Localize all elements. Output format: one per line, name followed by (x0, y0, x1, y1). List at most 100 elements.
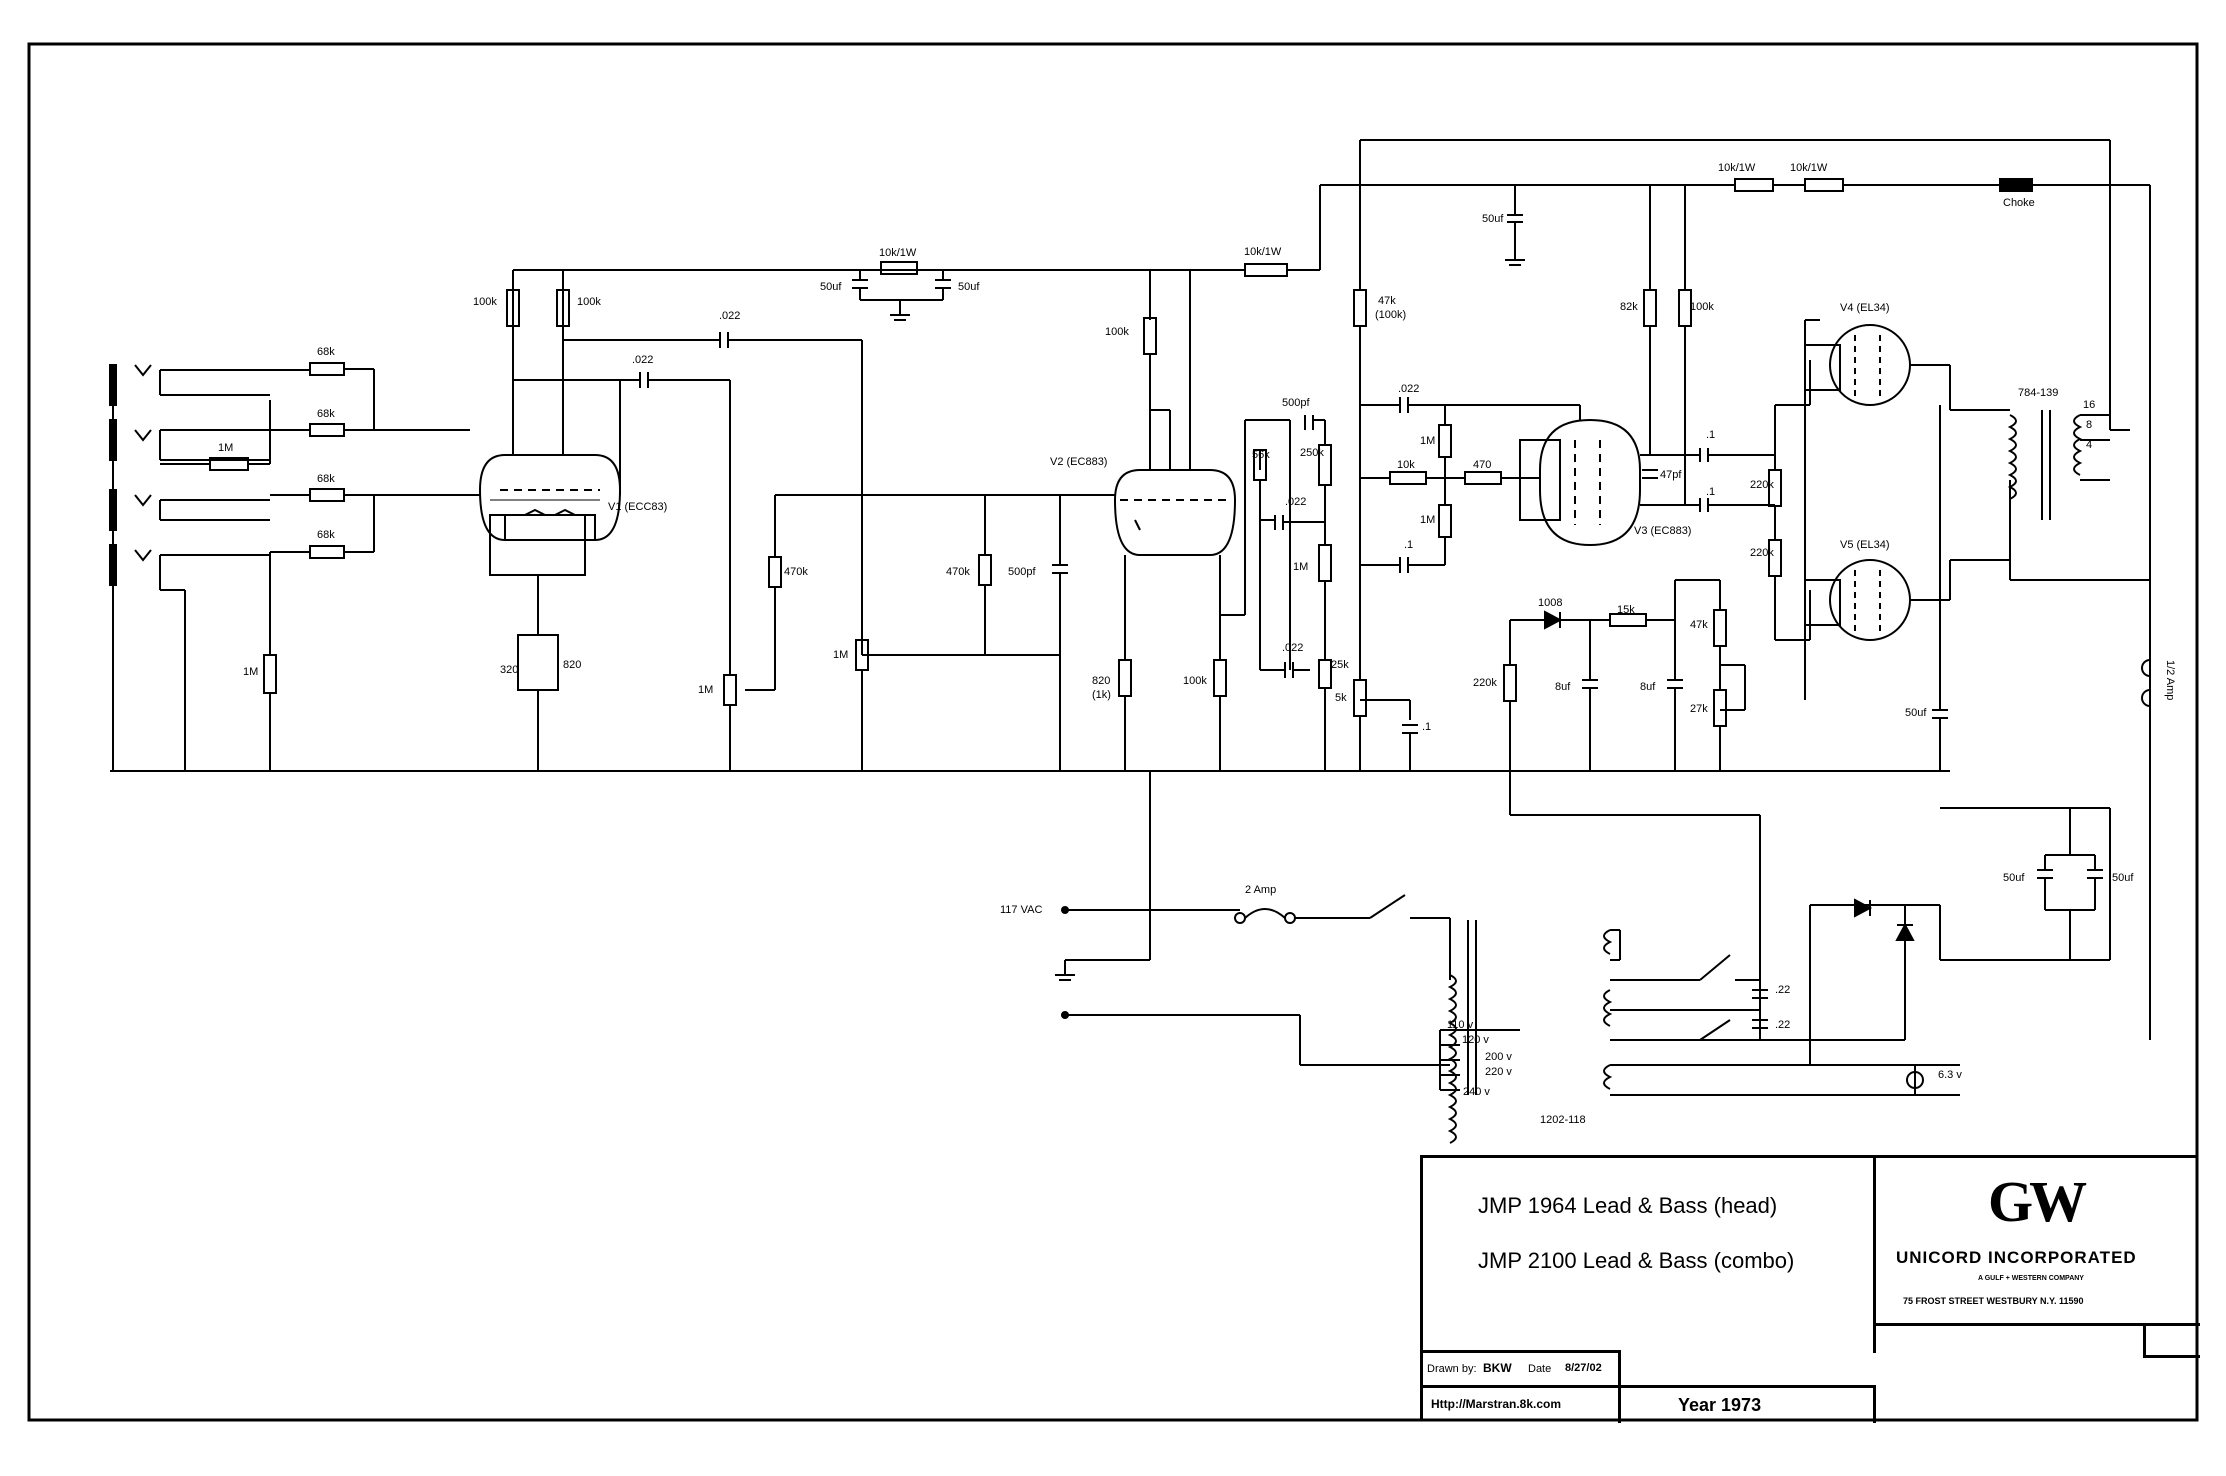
company-name: UNICORD INCORPORATED (1896, 1248, 2137, 1267)
label-022-b: .022 (632, 354, 654, 366)
label-820-v2: 820 (1092, 675, 1111, 687)
label-82k: 82k (1620, 301, 1638, 313)
label-022-f: .22 (1775, 984, 1791, 996)
label-022-g: .22 (1775, 1019, 1791, 1031)
label-01-a: .1 (1422, 721, 1432, 733)
tube-v1 (478, 454, 622, 541)
title-block: JMP 1964 Lead & Bass (head) JMP 2100 Lea… (1420, 1155, 2200, 1423)
label-01-b: .1 (1404, 539, 1414, 551)
label-01-d: .1 (1706, 486, 1716, 498)
label-1m-pot-b: 1M (833, 649, 849, 661)
url-cell (1423, 1385, 1621, 1423)
year-text: Year 1973 (1678, 1395, 1762, 1415)
label-v1: V1 (ECC83) (608, 501, 668, 513)
drawing-border (27, 42, 2199, 1422)
date-label: Date (1528, 1363, 1552, 1375)
label-50uf-a: 50uf (820, 281, 842, 293)
label-100k-b: 100k (577, 296, 601, 308)
label-68k-2: 68k (317, 408, 335, 420)
label-1008: 1008 (1538, 597, 1563, 609)
label-27k: 27k (1690, 703, 1708, 715)
label-10k1w-d: 10k/1W (1790, 162, 1828, 174)
label-820: 820 (563, 659, 582, 671)
label-50uf-d: 50uf (1905, 707, 1927, 719)
label-heater: 6.3 v (1938, 1069, 1962, 1081)
label-10k: 10k (1397, 459, 1415, 471)
label-50uf-f: 50uf (2112, 872, 2134, 884)
label-47k-bias: 47k (1690, 619, 1708, 631)
label-100k-v2b: 100k (1183, 675, 1207, 687)
label-v3: V3 (EC883) (1634, 525, 1692, 537)
label-1m-e: 1M (1420, 514, 1436, 526)
label-1m-ground: 1M (243, 666, 259, 678)
label-fuse-half: 1/2 Amp (2164, 660, 2176, 701)
label-022-c: .022 (1285, 496, 1307, 508)
label-220k-bias: 220k (1473, 677, 1497, 689)
label-50uf-b: 50uf (958, 281, 980, 293)
label-100k-a: 100k (473, 296, 497, 308)
label-pt: 1202-118 (1540, 1114, 1586, 1126)
label-320: 320 (500, 664, 519, 676)
label-47pf: 47pf (1660, 469, 1682, 481)
label-1k-v2: (1k) (1092, 689, 1111, 701)
label-47k-paren: (100k) (1375, 309, 1407, 321)
label-1m-c: 1M (1293, 561, 1309, 573)
company-logo: GW (1988, 1169, 2087, 1234)
label-68k-1: 68k (317, 346, 335, 358)
date-value: 8/27/02 (1565, 1362, 1602, 1374)
label-8uf-a: 8uf (1555, 681, 1571, 693)
label-1m-jack: 1M (218, 442, 234, 454)
choke (1999, 178, 2033, 192)
drawn-by-cell (1423, 1350, 1621, 1385)
label-v5: V5 (EL34) (1840, 539, 1890, 551)
label-tap8: 8 (2086, 419, 2093, 431)
input-jack-1 (109, 364, 117, 406)
company-subtitle: A GULF + WESTERN COMPANY (1978, 1275, 2084, 1282)
label-01-c: .1 (1706, 429, 1716, 441)
label-250k: 250k (1300, 447, 1324, 459)
label-50uf-e: 50uf (2003, 872, 2025, 884)
label-5k: 5k (1335, 692, 1347, 704)
label-022-a: .022 (719, 310, 741, 322)
tube-v4 (1829, 324, 1911, 406)
label-56k: 56k (1252, 449, 1270, 461)
label-500pf-a: 500pf (1008, 566, 1036, 578)
label-500pf-b: 500pf (1282, 397, 1310, 409)
company-divider (1876, 1323, 2200, 1326)
label-2amp: 2 Amp (1245, 884, 1277, 896)
label-47k: 47k (1378, 295, 1396, 307)
label-117vac: 117 VAC (1000, 904, 1043, 916)
label-110v: 110 v (1447, 1019, 1474, 1031)
label-10k1w-a: 10k/1W (879, 247, 917, 259)
label-tap4: 4 (2086, 439, 2093, 451)
label-10k1w-b: 10k/1W (1244, 246, 1282, 258)
title-line-1: JMP 1964 Lead & Bass (head) (1478, 1193, 1778, 1218)
label-15k: 15k (1617, 604, 1635, 616)
label-1m-pot-a: 1M (698, 684, 714, 696)
label-470k-a: 470k (784, 566, 808, 578)
drawn-by-label: Drawn by: (1427, 1363, 1477, 1375)
label-8uf-b: 8uf (1640, 681, 1656, 693)
label-tap16: 16 (2083, 399, 2096, 411)
tube-v3 (1519, 418, 1641, 547)
tube-v2 (1113, 469, 1237, 556)
label-220v: 220 v (1485, 1066, 1512, 1078)
label-240v: 240 v (1463, 1086, 1490, 1098)
label-50uf-c: 50uf (1482, 213, 1504, 225)
label-022-d: .022 (1282, 642, 1304, 654)
label-25k: 25k (1331, 659, 1349, 671)
label-10k1w-c: 10k/1W (1718, 162, 1756, 174)
label-v2: V2 (EC883) (1050, 456, 1108, 468)
label-120v: 120 v (1462, 1034, 1489, 1046)
label-68k-4: 68k (317, 529, 335, 541)
year-cell (1621, 1385, 1876, 1423)
label-choke: Choke (2003, 197, 2035, 209)
label-ot: 784-139 (2018, 387, 2059, 399)
label-68k-3: 68k (317, 473, 335, 485)
title-line-2: JMP 2100 Lead & Bass (combo) (1478, 1248, 1795, 1273)
label-1m-d: 1M (1420, 435, 1436, 447)
title-cell (1423, 1158, 1876, 1353)
label-100k-v3: 100k (1690, 301, 1714, 313)
url-text: Http://Marstran.8k.com (1431, 1397, 1562, 1411)
